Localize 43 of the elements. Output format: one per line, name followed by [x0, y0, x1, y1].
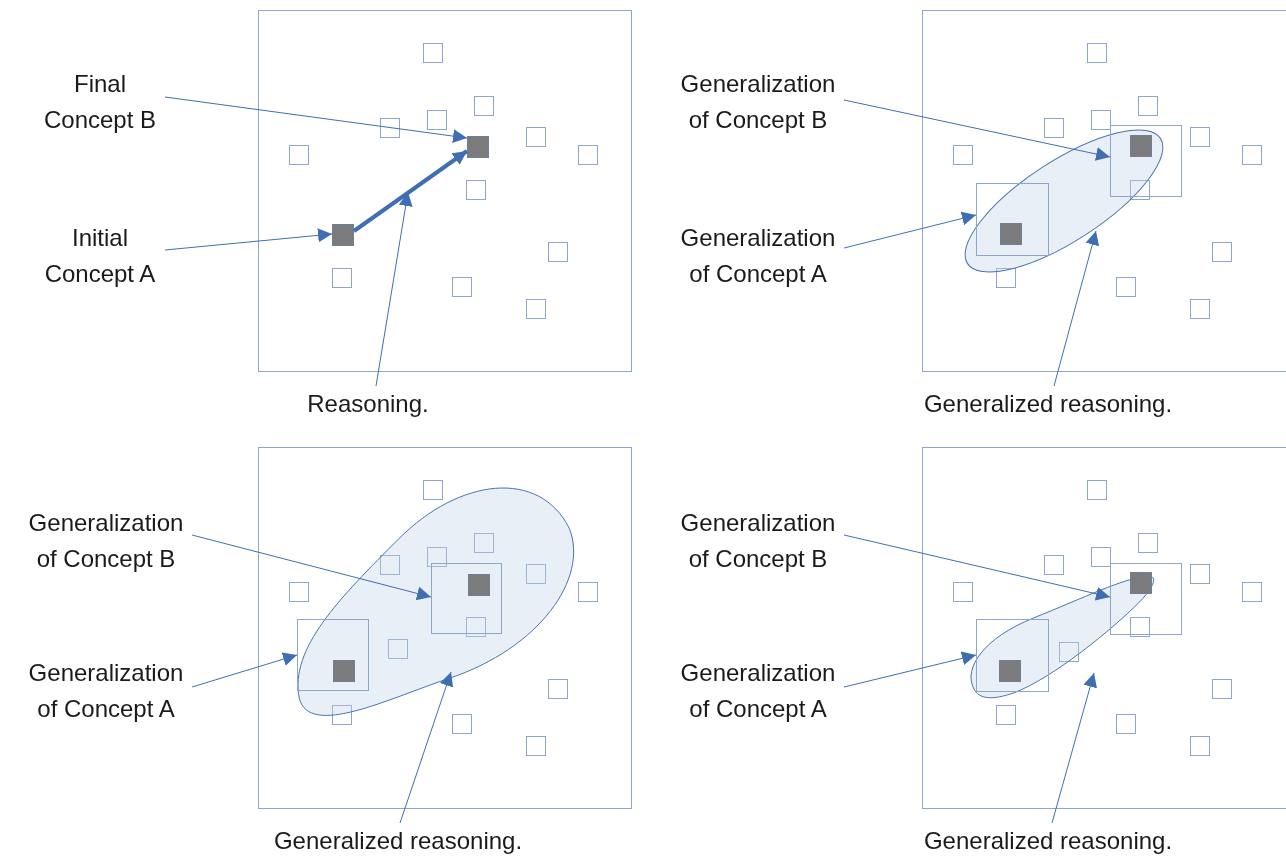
concept-square	[467, 136, 489, 158]
concept-square	[999, 660, 1021, 682]
callout-label: Generalization of Concept B	[672, 66, 844, 138]
leader-line	[164, 96, 468, 144]
concept-square	[1130, 135, 1152, 157]
leader-line	[843, 651, 977, 688]
leader-line	[843, 211, 977, 249]
concept-square	[332, 224, 354, 246]
region-box	[431, 563, 502, 634]
region-box	[1110, 563, 1182, 635]
region-box	[1110, 125, 1182, 197]
panel-frame	[922, 10, 1286, 372]
panel-frame	[258, 447, 632, 809]
panel-frame	[258, 10, 632, 372]
callout-label: Generalization of Concept A	[20, 655, 192, 727]
callout-label: Generalized reasoning.	[898, 386, 1198, 422]
leader-line	[1053, 230, 1100, 387]
callout-label: Reasoning.	[268, 386, 468, 422]
panel-frame	[922, 447, 1286, 809]
leader-line	[164, 228, 333, 251]
arrow	[352, 149, 469, 233]
callout-label: Generalized reasoning.	[248, 823, 548, 859]
concept-square	[468, 574, 490, 596]
callout-label: Initial Concept A	[35, 220, 165, 292]
callout-label: Generalization of Concept A	[672, 655, 844, 727]
callout-label: Generalization of Concept B	[672, 505, 844, 577]
leader-line	[843, 99, 1111, 161]
callout-label: Generalization of Concept A	[672, 220, 844, 292]
callout-label: Generalization of Concept B	[20, 505, 192, 577]
concept-square	[333, 660, 355, 682]
region-box	[976, 619, 1049, 692]
concept-square	[1000, 223, 1022, 245]
leader-line	[399, 671, 454, 824]
callout-label: Generalized reasoning.	[898, 823, 1198, 859]
leader-line	[191, 652, 298, 688]
region-box	[297, 619, 369, 691]
leader-line	[1051, 672, 1097, 824]
region-blob	[297, 487, 574, 716]
leader-line	[843, 534, 1111, 601]
callout-label: Final Concept B	[35, 66, 165, 138]
region-blob	[970, 576, 1154, 698]
region-box	[976, 183, 1049, 256]
leader-line	[191, 534, 432, 601]
